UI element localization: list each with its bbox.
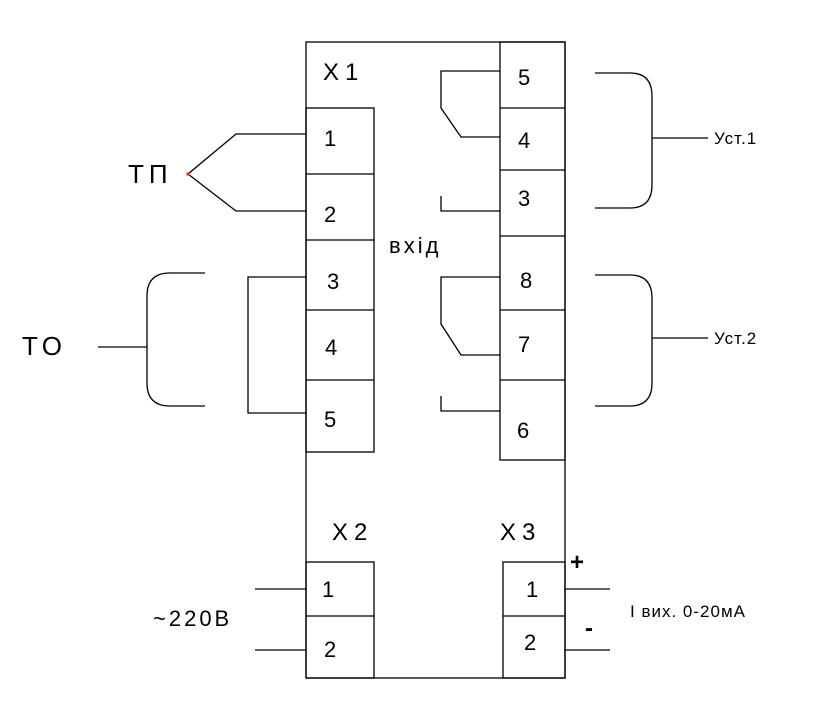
x3-title: X3 [500,519,541,546]
thermocouple-wires [186,133,306,212]
x1-right-pin-4: 4 [518,128,530,153]
power-label: ~220В [153,606,232,631]
x1-right-pin-7: 7 [518,332,530,357]
x2-pin-2: 2 [324,637,336,662]
relay-2-contacts [440,276,500,412]
thermocouple-label: ТП [128,159,173,189]
output-label: I вих. 0-20мА [630,602,746,621]
x1-left-pin-3: 3 [327,269,339,294]
x1-right-pin-3: 3 [518,186,530,211]
x3-block-outline [502,561,566,679]
x1-left-pin-4: 4 [325,335,337,360]
x3-minus-sign: - [585,615,593,642]
x2-title: X2 [332,519,373,546]
to-bracket [146,272,205,407]
x1-right-pin-5: 5 [518,65,530,90]
resistance-thermometer-label: ТО [22,331,67,361]
x1-title: X1 [323,59,364,86]
relay-1-contacts [440,70,500,212]
x1-left-pin-1: 1 [324,126,336,151]
x1-right-pin-6: 6 [517,418,529,443]
x3-pin-2: 2 [524,630,536,655]
x1-left-pin-2: 2 [324,202,336,227]
thermocouple-junction-dot [186,172,190,176]
x2-block-outline [305,561,375,679]
x2-pin-1: 1 [322,577,334,602]
x1-right-block-outline [499,41,566,461]
setpoint-2-label: Уст.2 [714,329,757,348]
x1-left-block-outline [305,107,375,453]
x3-plus-sign: + [570,549,584,576]
x1-left-pin-5: 5 [324,407,336,432]
x1-input-label: вхід [389,233,441,258]
x2-terminal-block [305,561,375,679]
x1-right-pin-8: 8 [520,268,532,293]
x3-terminal-block [502,561,566,679]
setpoint-2-bracket [595,274,653,407]
setpoint-1-label: Уст.1 [714,129,757,148]
x1-right-terminal-block [499,41,566,461]
x1-left-terminal-block [305,107,375,453]
resistance-thermometer-wires [98,272,306,414]
setpoint-1-bracket [595,72,653,209]
x3-pin-1: 1 [526,577,538,602]
